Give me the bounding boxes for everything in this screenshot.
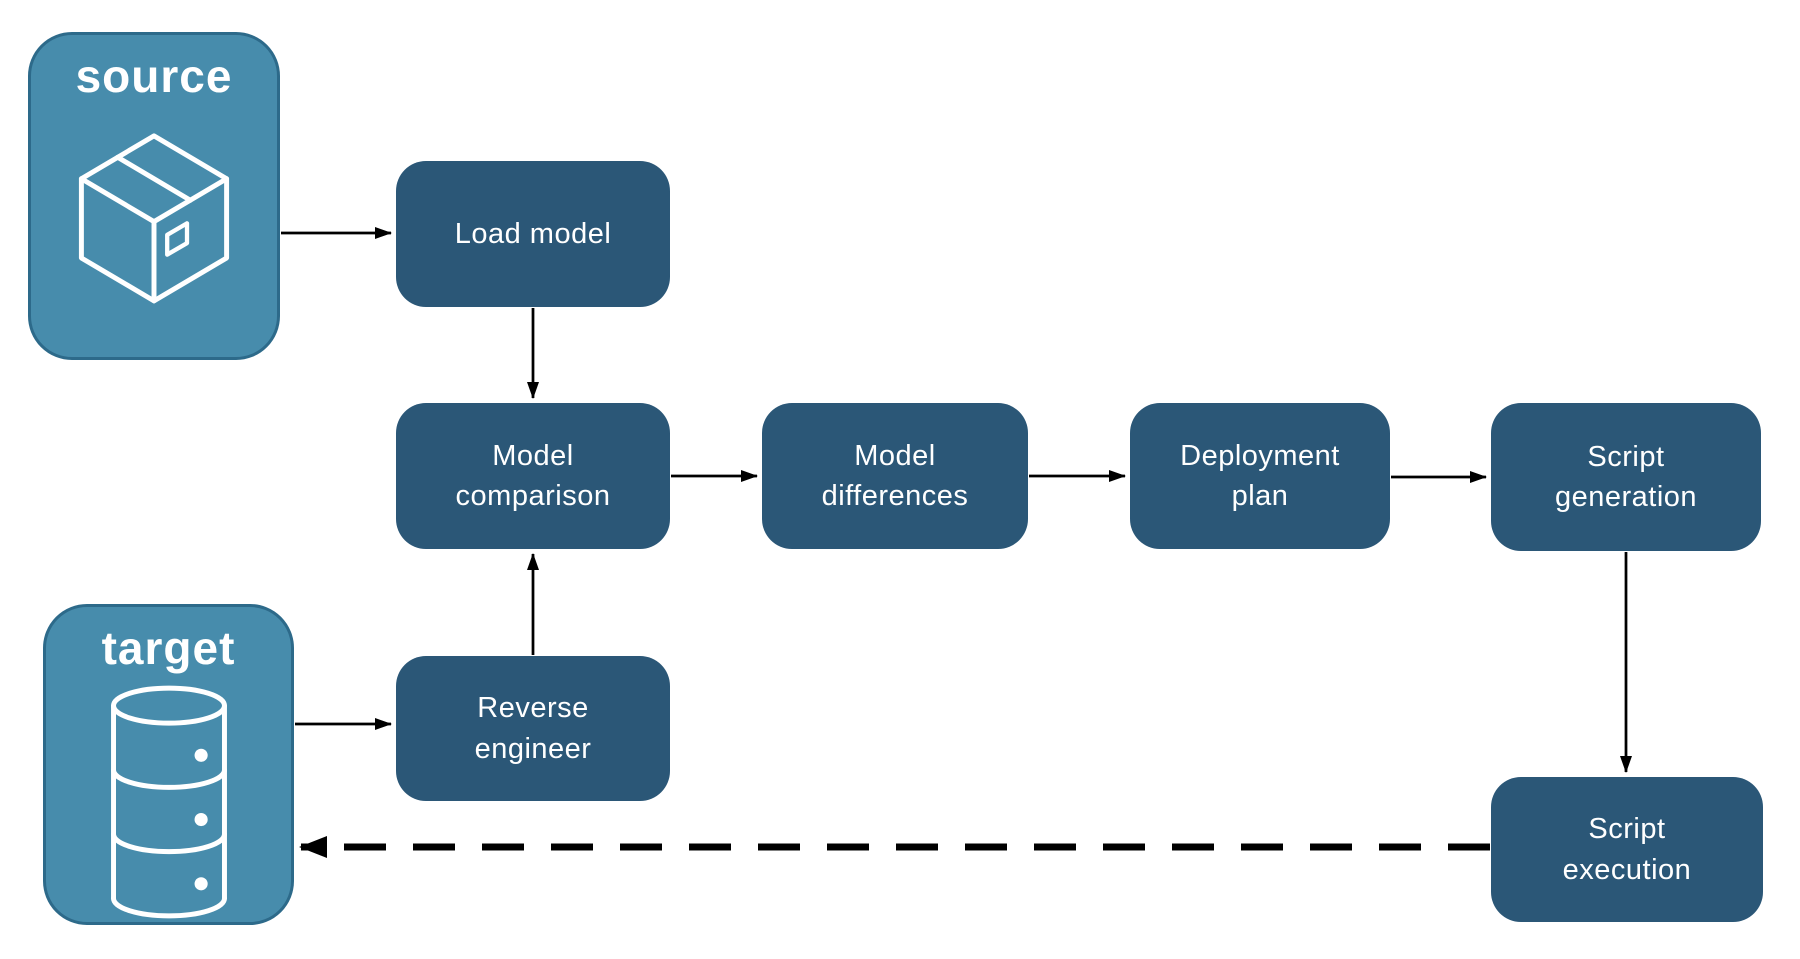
target-label: target (101, 622, 236, 674)
node-model-differences: Model differences (762, 403, 1028, 549)
node-label: Model differences (821, 439, 969, 512)
node-script-generation: Script generation (1491, 403, 1761, 551)
package-box-icon (78, 133, 230, 304)
source-label: source (75, 50, 233, 102)
node-label: Deployment plan (1180, 439, 1340, 512)
node-reverse-engineer: Reverse engineer (396, 656, 670, 801)
node-label: Script generation (1554, 440, 1698, 513)
endpoint-source: source (28, 32, 280, 360)
node-label: Model comparison (455, 439, 611, 512)
node-label: Script execution (1562, 813, 1692, 886)
node-deployment-plan: Deployment plan (1130, 403, 1390, 549)
node-label: Reverse engineer (474, 692, 592, 765)
node-script-execution: Script execution (1491, 777, 1763, 922)
database-icon (110, 685, 227, 919)
node-load-model: Load model (396, 161, 670, 307)
node-label: Load model (454, 217, 612, 250)
node-model-comparison: Model comparison (396, 403, 670, 549)
endpoint-target: target (43, 604, 294, 925)
